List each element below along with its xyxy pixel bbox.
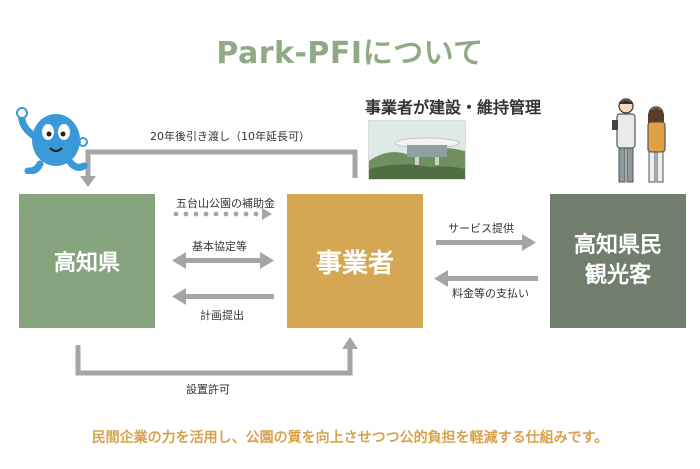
label-agreement: 基本協定等 — [192, 240, 247, 253]
page-title: Park-PFIについて — [216, 36, 484, 71]
arrow-payment — [434, 270, 538, 287]
people-icon — [612, 98, 666, 183]
label-payment: 料金等の支払い — [452, 287, 529, 300]
arrow-top-return — [85, 149, 358, 178]
arrow-subsidy — [173, 208, 272, 220]
node-kochi-prefecture: 高知県 — [19, 194, 155, 328]
label-top-return: 20年後引き渡し（10年延長可） — [150, 130, 310, 143]
label-plan: 計画提出 — [200, 309, 244, 322]
arrow-permit-head — [342, 337, 358, 349]
mascot-icon — [16, 107, 88, 174]
operator-caption: 事業者が建設・維持管理 — [365, 98, 542, 117]
arrow-service — [436, 234, 536, 251]
arrow-plan — [172, 288, 274, 305]
node-operator: 事業者 — [287, 194, 423, 328]
citizens-line1: 高知県民 — [573, 233, 662, 259]
building-photo — [368, 120, 466, 180]
label-subsidy: 五台山公園の補助金 — [176, 197, 275, 210]
node-citizens-tourists: 高知県民 観光客 — [550, 194, 686, 328]
footer-note: 民間企業の力を活用し、公園の質を向上させつつ公的負担を軽減する仕組みです。 — [91, 430, 609, 446]
citizens-line2: 観光客 — [584, 263, 651, 288]
label-service: サービス提供 — [448, 222, 514, 235]
arrow-permit — [75, 345, 353, 376]
arrow-agreement — [172, 252, 274, 269]
arrow-top-return-head — [80, 176, 96, 187]
label-permit: 設置許可 — [186, 383, 230, 396]
